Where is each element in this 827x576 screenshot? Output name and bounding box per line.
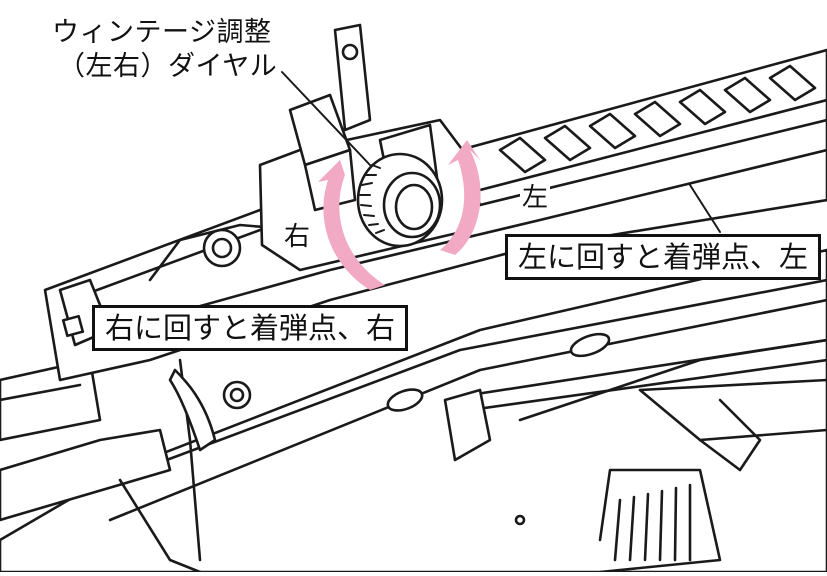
dial-callout-line2: （左右）ダイヤル [58,51,278,82]
dial-callout-line1: ウィンテージ調整 [52,17,272,48]
callout-leader-line [281,71,371,166]
windage-dial [356,152,444,248]
right-rotation-box: 右に回すと着弾点、右 [92,305,409,351]
receiver-body [0,248,827,574]
rotation-arrows [318,140,481,290]
direction-right-label: 右 [282,222,313,252]
left-rotation-box: 左に回すと着弾点、左 [505,234,822,280]
left-box-leader-line [689,184,721,233]
direction-left-label: 左 [520,183,551,213]
